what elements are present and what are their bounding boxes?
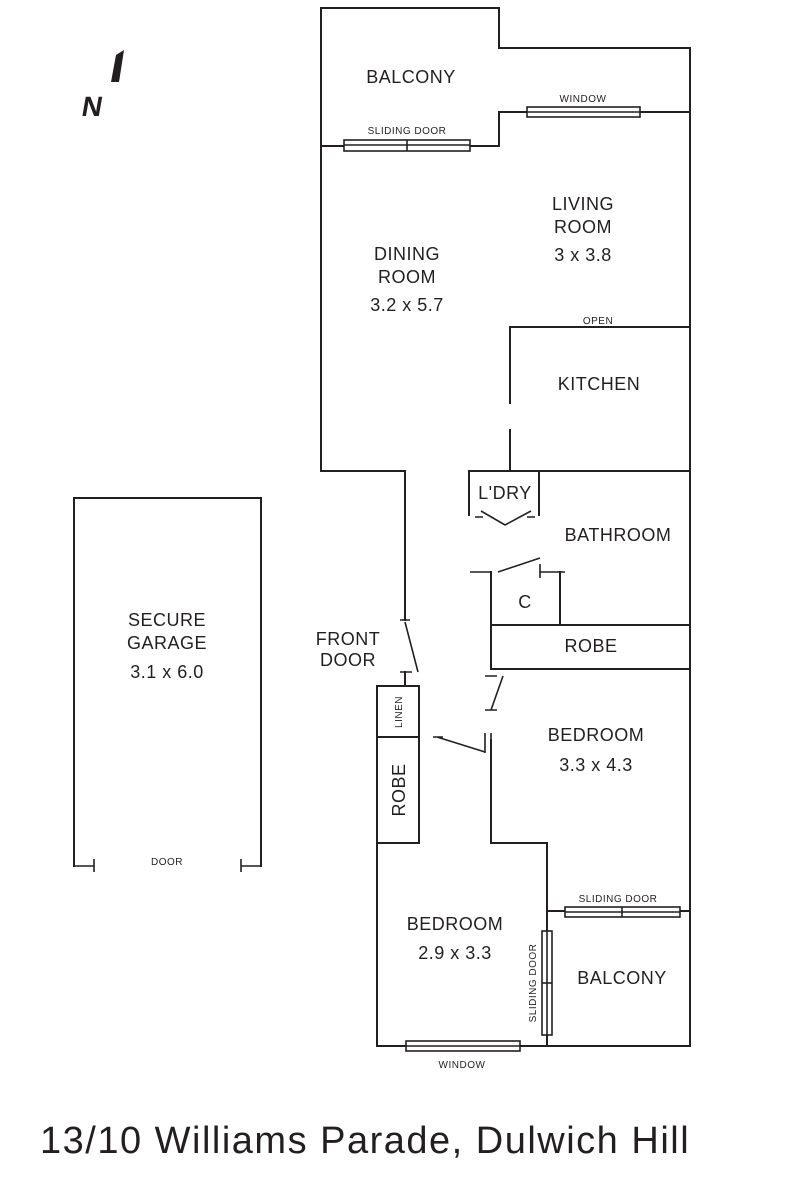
top-window-note: WINDOW (560, 94, 607, 105)
garage-label: SECURE (128, 610, 206, 630)
outer-wall-left-upper (320, 7, 406, 621)
cupboard-label: C (518, 592, 532, 612)
right-sliding-door-note: SLIDING DOOR (579, 894, 658, 905)
openings (343, 106, 681, 1052)
service-top-wall (468, 470, 691, 1047)
laundry-wall (468, 470, 540, 516)
robe-walls (490, 624, 691, 670)
floor-plan: N (73, 7, 691, 1071)
bedroom-door-leaf (485, 675, 504, 711)
bottom-window-note: WINDOW (439, 1060, 486, 1071)
bathroom-label: BATHROOM (565, 525, 672, 545)
living-room-label-line2: ROOM (554, 217, 612, 237)
linen-label: LINEN (394, 696, 405, 728)
balcony-top-label: BALCONY (366, 67, 456, 87)
balcony-bottom-label: BALCONY (577, 968, 667, 988)
hall-robe (376, 736, 420, 844)
open-note: OPEN (583, 316, 613, 327)
vertical-sliding-door-note: SLIDING DOOR (528, 944, 539, 1023)
main-bedroom-size: 3.3 x 4.3 (559, 755, 633, 775)
dining-room-label: DINING (374, 244, 440, 264)
garage-size: 3.1 x 6.0 (130, 662, 204, 682)
laundry-door-leaf (475, 510, 535, 526)
laundry-label: L'DRY (478, 483, 532, 503)
garage-door-note: DOOR (151, 857, 183, 868)
front-door-leaf (404, 621, 419, 673)
dining-room-label-line2: ROOM (378, 267, 436, 287)
robe-upper-label: ROBE (564, 636, 617, 656)
garage-outline (73, 497, 262, 872)
outer-wall-top (320, 7, 691, 472)
bathroom-door-leaf (470, 557, 565, 578)
front-door-label: FRONT (316, 629, 381, 649)
hall-door-leaf (433, 733, 492, 753)
kitchen-wall (509, 326, 691, 404)
door-swings (400, 510, 565, 753)
north-arrow-icon: N (79, 50, 124, 122)
living-room-label: LIVING (552, 194, 614, 214)
living-room-size: 3 x 3.8 (554, 245, 612, 265)
north-letter: N (79, 90, 105, 122)
dining-room-size: 3.2 x 5.7 (370, 295, 444, 315)
hall-robe-label: ROBE (389, 763, 409, 816)
front-door-label-line2: DOOR (320, 650, 376, 670)
kitchen-label: KITCHEN (558, 374, 641, 394)
garage-label-line2: GARAGE (127, 633, 207, 653)
property-address: 13/10 Williams Parade, Dulwich Hill (40, 1120, 691, 1162)
second-bedroom-label: BEDROOM (407, 914, 504, 934)
main-bedroom-label: BEDROOM (548, 725, 645, 745)
second-bedroom-size: 2.9 x 3.3 (418, 943, 492, 963)
top-sliding-door-note: SLIDING DOOR (368, 126, 447, 137)
